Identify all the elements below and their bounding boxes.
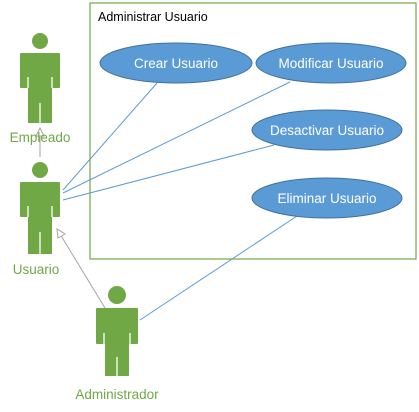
use-case-crear: Crear Usuario: [99, 42, 253, 84]
use-case-eliminar-ellipse: [251, 177, 403, 219]
use-case-crear-label: Crear Usuario: [134, 56, 218, 71]
use-case-eliminar: Eliminar Usuario: [251, 177, 403, 219]
association-usuario-desactivar: [62, 144, 275, 201]
actor-usuario-label: Usuario: [13, 262, 60, 277]
use-case-eliminar-label: Eliminar Usuario: [277, 191, 376, 206]
generalization-administrador-usuario-line: [59, 233, 106, 309]
system-boundary-frame: [89, 2, 417, 260]
use-case-desactivar-label: Desactivar Usuario: [270, 123, 384, 138]
use-case-modificar-label: Modificar Usuario: [278, 56, 383, 71]
generalization-administrador-usuario-arrowhead: [56, 228, 66, 239]
actor-empleado-label: Empleado: [10, 130, 71, 145]
actor-empleado: Empleado: [10, 33, 71, 145]
use-case-modificar: Modificar Usuario: [255, 42, 407, 84]
actor-administrador: Administrador: [75, 286, 159, 402]
actor-administrador-label: Administrador: [75, 387, 159, 402]
association-usuario-modificar: [62, 81, 291, 194]
actor-usuario: Usuario: [13, 162, 60, 277]
use-case-desactivar: Desactivar Usuario: [251, 109, 403, 151]
generalization-usuario-empleado-arrowhead: [35, 126, 45, 137]
system-boundary-title: Administrar Usuario: [98, 10, 208, 24]
use-case-crear-ellipse: [99, 42, 253, 84]
association-administrador-eliminar: [139, 215, 298, 321]
associations: [62, 81, 298, 321]
use-case-modificar-ellipse: [255, 42, 407, 84]
use-case-desactivar-ellipse: [251, 109, 403, 151]
association-usuario-crear: [62, 82, 158, 191]
generalizations: [35, 126, 106, 309]
system-boundary: Administrar Usuario: [89, 2, 417, 260]
